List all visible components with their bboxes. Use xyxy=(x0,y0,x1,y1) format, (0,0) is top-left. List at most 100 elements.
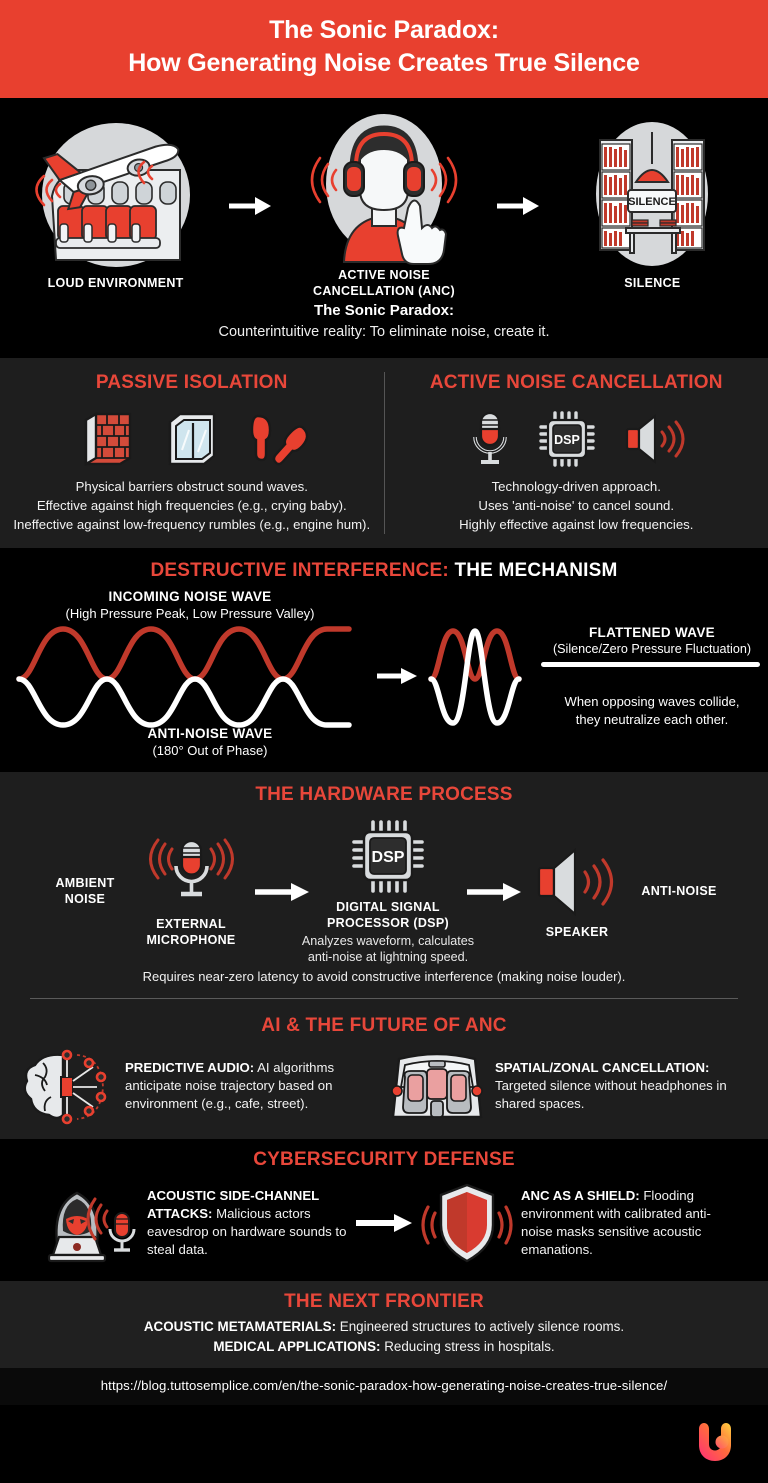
passive-isolation-column: PASSIVE ISOLATION xyxy=(0,372,384,534)
flattened-note-line2: they neutralize each other. xyxy=(576,712,729,727)
destructive-interference-section: DESTRUCTIVE INTERFERENCE: THE MECHANISM … xyxy=(0,548,768,772)
frontier-bold-2: MEDICAL APPLICATIONS: xyxy=(213,1339,380,1354)
arrow-right-icon xyxy=(354,1212,414,1234)
page-footer xyxy=(0,1405,768,1483)
dsp-chip-label: DSP xyxy=(554,433,580,447)
ai-item-spatial-cancellation: SPATIAL/ZONAL CANCELLATION: Targeted sil… xyxy=(389,1047,749,1125)
cyber-item-bold: ANC AS A SHIELD: xyxy=(521,1188,640,1203)
active-noise-cancellation-column: ACTIVE NOISE CANCELLATION xyxy=(384,372,768,534)
cyber-item-side-channel: ACOUSTIC SIDE-CHANNEL ATTACKS: Malicious… xyxy=(47,1179,347,1267)
shield-soundwave-icon xyxy=(421,1179,513,1267)
cyber-arrow xyxy=(349,1212,419,1234)
paradox-callout: The Sonic Paradox: Counterintuitive real… xyxy=(14,301,754,352)
mic-caption-line2: MICROPHONE xyxy=(146,933,235,947)
brick-wall-icon xyxy=(80,410,136,468)
earplugs-icon xyxy=(244,410,304,468)
hardware-footnote: Requires near-zero latency to avoid cons… xyxy=(0,969,768,990)
mic-caption-line1: EXTERNAL xyxy=(156,917,226,931)
cybersecurity-section: CYBERSECURITY DEFENSE xyxy=(0,1139,768,1281)
frontier-title: THE NEXT FRONTIER xyxy=(0,1291,768,1313)
waves-arrow xyxy=(369,666,425,686)
dsp-sub-line2: anti-noise at lightning speed. xyxy=(308,950,468,964)
frontier-body-2: Reducing stress in hospitals. xyxy=(380,1339,554,1354)
car-seats-icon xyxy=(389,1047,485,1125)
dsp-caption-line1: DIGITAL SIGNAL xyxy=(336,900,440,914)
hardware-arrow-1 xyxy=(255,881,309,903)
flattened-wave-sub: (Silence/Zero Pressure Fluctuation) xyxy=(545,642,760,656)
ai-item-body: Targeted silence without headphones in s… xyxy=(495,1078,727,1111)
hero-step-label-line1: ACTIVE NOISE xyxy=(338,268,430,282)
microphone-icon xyxy=(468,410,512,468)
arrow-right-icon xyxy=(465,881,523,903)
hardware-node-dsp: DSP DIGITAL SIGNAL PROCESSOR (DSP) Analy… xyxy=(313,818,463,965)
wave-diagram-row: FLATTENED WAVE (Silence/Zero Pressure Fl… xyxy=(0,621,768,731)
hardware-arrow-2 xyxy=(467,881,521,903)
next-frontier-section: THE NEXT FRONTIER ACOUSTIC METAMATERIALS… xyxy=(0,1281,768,1368)
flattened-wave-note: When opposing waves collide, they neutra… xyxy=(545,693,760,728)
passive-isolation-title: PASSIVE ISOLATION xyxy=(12,372,372,394)
source-url-bar[interactable]: https://blog.tuttosemplice.com/en/the-so… xyxy=(0,1368,768,1405)
dsp-caption-line2: PROCESSOR (DSP) xyxy=(327,916,449,930)
waves-title-red: DESTRUCTIVE INTERFERENCE: xyxy=(151,560,449,581)
hardware-flow-row: AMBIENT NOISE xyxy=(0,818,768,965)
dsp-chip-icon: DSP xyxy=(313,818,463,896)
hero-flow-row: LOUD ENVIRONMENT xyxy=(14,112,754,299)
comparison-section: PASSIVE ISOLATION xyxy=(0,358,768,548)
cyber-title: CYBERSECURITY DEFENSE xyxy=(0,1149,768,1171)
airplane-cabin-icon xyxy=(30,120,202,270)
arrow-right-icon xyxy=(495,195,541,217)
ambient-noise-line1: AMBIENT xyxy=(55,876,114,890)
hero-step-anc: ACTIVE NOISE CANCELLATION (ANC) xyxy=(282,112,485,299)
flat-line xyxy=(541,662,760,667)
arrow-right-icon xyxy=(227,195,273,217)
ai-item-bold: PREDICTIVE AUDIO: xyxy=(125,1060,254,1075)
silence-sign-text: SILENCE xyxy=(629,196,677,208)
ai-item-predictive-audio: PREDICTIVE AUDIO: AI algorithms anticipa… xyxy=(19,1047,379,1125)
hardware-node-caption: EXTERNAL MICROPHONE xyxy=(131,917,251,948)
microphone-icon xyxy=(131,835,251,913)
passive-line-2: Effective against high frequencies (e.g.… xyxy=(12,497,372,516)
window-icon xyxy=(162,410,218,468)
arrow-right-icon xyxy=(253,881,311,903)
passive-line-3: Ineffective against low-frequency rumble… xyxy=(12,516,372,535)
anc-line-2: Uses 'anti-noise' to cancel sound. xyxy=(397,497,757,516)
ambient-noise-line2: NOISE xyxy=(65,892,105,906)
frontier-bold-1: ACOUSTIC METAMATERIALS: xyxy=(144,1319,336,1334)
anc-line-3: Highly effective against low frequencies… xyxy=(397,516,757,535)
frontier-line-1: ACOUSTIC METAMATERIALS: Engineered struc… xyxy=(0,1317,768,1336)
paradox-heading: The Sonic Paradox: xyxy=(14,301,754,321)
anc-text: Technology-driven approach. Uses 'anti-n… xyxy=(397,478,757,534)
cyber-item-anc-shield: ANC AS A SHIELD: Flooding environment wi… xyxy=(421,1179,721,1267)
page-title: The Sonic Paradox: How Generating Noise … xyxy=(20,14,748,80)
brain-circuit-icon xyxy=(19,1047,115,1125)
incoming-wave-title: INCOMING NOISE WAVE xyxy=(109,589,272,604)
headphones-person-icon xyxy=(298,112,470,262)
ai-future-section: AI & THE FUTURE OF ANC xyxy=(0,1005,768,1139)
dsp-chip-icon: DSP xyxy=(538,410,596,468)
frontier-body-1: Engineered structures to actively silenc… xyxy=(336,1319,624,1334)
anti-wave-sub: (180° Out of Phase) xyxy=(0,743,420,758)
page-title-line1: The Sonic Paradox: xyxy=(269,16,499,44)
cyber-item-text: ACOUSTIC SIDE-CHANNEL ATTACKS: Malicious… xyxy=(147,1187,347,1259)
hero-step-loud-environment: LOUD ENVIRONMENT xyxy=(14,120,217,292)
flattened-wave-title: FLATTENED WAVE xyxy=(589,625,715,640)
paradox-text: Counterintuitive reality: To eliminate n… xyxy=(14,322,754,342)
incoming-wave-sub: (High Pressure Peak, Low Pressure Valley… xyxy=(0,606,380,621)
page-title-line2: How Generating Noise Creates True Silenc… xyxy=(20,47,748,80)
dsp-sub-line1: Analyzes waveform, calculates xyxy=(302,934,474,948)
dsp-subtext: Analyzes waveform, calculates anti-noise… xyxy=(283,933,493,966)
passive-isolation-text: Physical barriers obstruct sound waves. … xyxy=(12,478,372,534)
tuttosemplice-logo-icon xyxy=(698,1419,732,1459)
hero-arrow-1 xyxy=(223,195,276,217)
source-url[interactable]: https://blog.tuttosemplice.com/en/the-so… xyxy=(101,1378,667,1393)
hero-step-label-line2: CANCELLATION (ANC) xyxy=(313,284,455,298)
arrow-right-icon xyxy=(375,666,419,686)
hardware-node-caption: DIGITAL SIGNAL PROCESSOR (DSP) xyxy=(313,900,463,931)
hardware-node-caption: SPEAKER xyxy=(525,925,629,941)
hero-arrow-2 xyxy=(492,195,545,217)
dsp-chip-label: DSP xyxy=(372,849,405,866)
anti-wave-title: ANTI-NOISE WAVE xyxy=(147,726,272,741)
hardware-process-section: THE HARDWARE PROCESS AMBIENT NOISE xyxy=(0,772,768,1005)
flattened-wave-text: FLATTENED WAVE (Silence/Zero Pressure Fl… xyxy=(545,624,760,728)
